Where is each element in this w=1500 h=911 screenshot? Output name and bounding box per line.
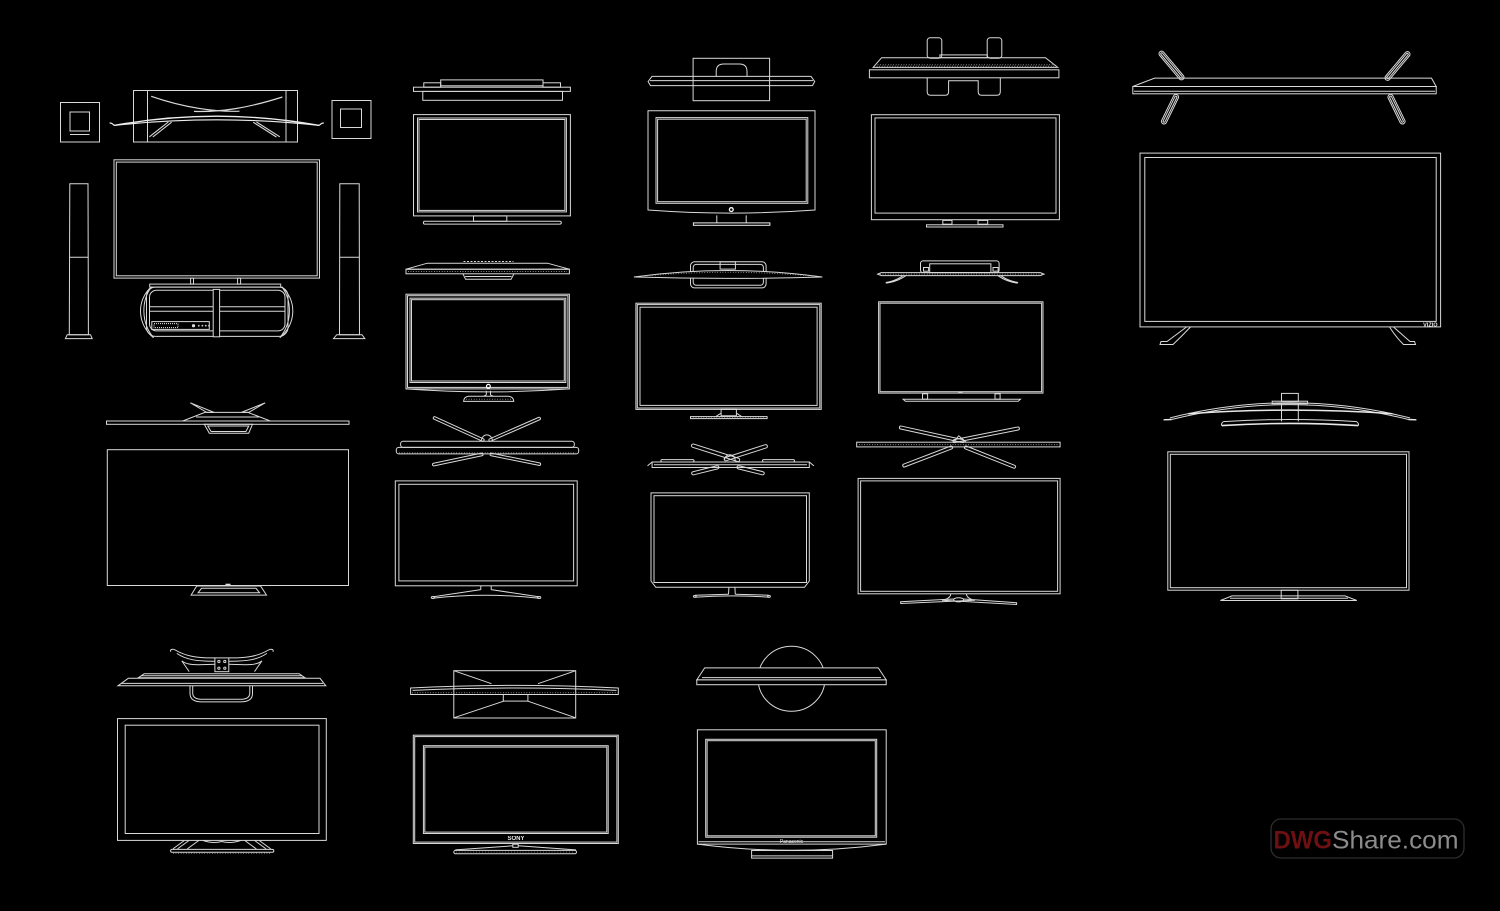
svg-text:VIZIO: VIZIO bbox=[1423, 322, 1438, 328]
svg-text:SONY: SONY bbox=[507, 836, 524, 842]
svg-text:Panasonic: Panasonic bbox=[780, 839, 804, 845]
svg-text:Share.com: Share.com bbox=[1332, 827, 1459, 855]
svg-text:DWG: DWG bbox=[1274, 827, 1333, 855]
